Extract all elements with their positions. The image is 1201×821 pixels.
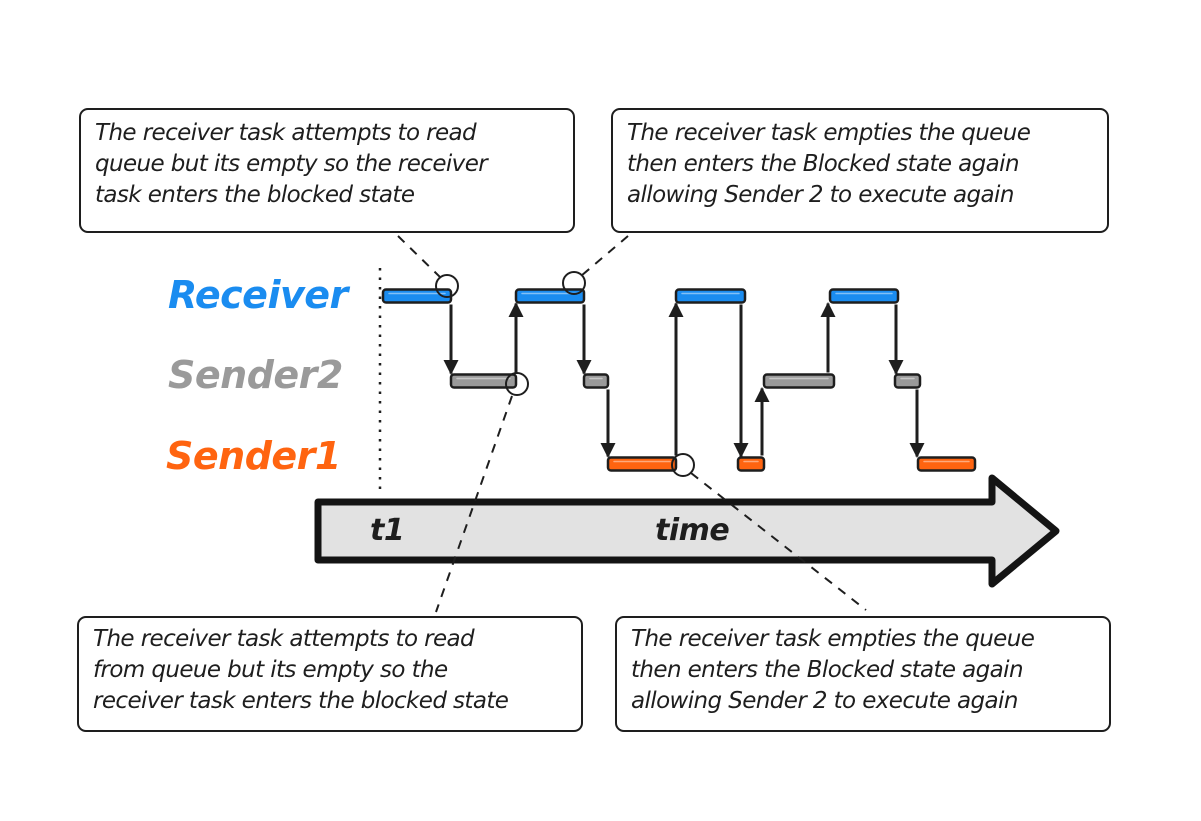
event-marker-circle xyxy=(562,271,586,295)
callout-line: receiver task enters the blocked state xyxy=(93,688,509,714)
execution-bar-sender2 xyxy=(449,373,518,389)
callout-leader-line xyxy=(580,235,629,277)
callout-leader-line xyxy=(690,472,867,611)
bar-body xyxy=(606,456,678,472)
bar-body xyxy=(582,373,610,389)
callout-leader-line xyxy=(435,395,513,613)
execution-bar-sender2 xyxy=(762,373,836,389)
execution-bar-sender2 xyxy=(582,373,610,389)
execution-bar-sender1 xyxy=(916,456,977,472)
bar-body xyxy=(514,288,586,304)
execution-bar-sender2 xyxy=(893,373,922,389)
callout-line: queue but its empty so the receiver xyxy=(95,151,488,177)
time-axis-arrow xyxy=(314,474,1060,588)
row-label-sender1: Sender1 xyxy=(166,434,341,478)
row-label-sender2: Sender2 xyxy=(168,353,343,397)
bar-body xyxy=(916,456,977,472)
bar-body xyxy=(893,373,922,389)
callout-top-left: The receiver task attempts to read queue… xyxy=(79,108,575,233)
execution-bar-receiver xyxy=(828,288,900,304)
execution-bar-sender1 xyxy=(606,456,678,472)
task-switch-arrows xyxy=(443,302,925,458)
event-marker-circle xyxy=(435,274,459,298)
callout-bottom-right: The receiver task empties the queue then… xyxy=(615,616,1111,732)
callout-top-right: The receiver task empties the queue then… xyxy=(611,108,1109,233)
event-markers xyxy=(435,271,695,477)
callout-line: The receiver task attempts to read xyxy=(93,626,475,652)
t1-label: t1 xyxy=(370,513,405,548)
bar-body xyxy=(736,456,766,472)
bar-body xyxy=(828,288,900,304)
callout-bottom-left: The receiver task attempts to read from … xyxy=(77,616,583,732)
callout-line: allowing Sender 2 to execute again xyxy=(631,688,1018,714)
callout-line: then enters the Blocked state again xyxy=(627,151,1020,177)
callout-line: allowing Sender 2 to execute again xyxy=(627,182,1014,208)
execution-bar-receiver xyxy=(674,288,747,304)
execution-bar-sender1 xyxy=(736,456,766,472)
event-marker-circle xyxy=(505,372,529,396)
callout-line: The receiver task empties the queue xyxy=(631,626,1035,652)
row-label-receiver: Receiver xyxy=(168,273,348,317)
execution-bars xyxy=(381,288,977,472)
bar-body xyxy=(762,373,836,389)
event-marker-circle xyxy=(671,453,695,477)
callout-line: from queue but its empty so the xyxy=(93,657,448,683)
callout-line: task enters the blocked state xyxy=(95,182,415,208)
bar-body xyxy=(674,288,747,304)
callout-line: then enters the Blocked state again xyxy=(631,657,1024,683)
execution-bar-receiver xyxy=(514,288,586,304)
callout-leader-lines xyxy=(397,235,867,613)
callout-line: The receiver task attempts to read xyxy=(95,120,477,146)
callout-line: The receiver task empties the queue xyxy=(627,120,1031,146)
time-axis-label: time xyxy=(655,513,730,548)
callout-leader-line xyxy=(397,235,442,279)
